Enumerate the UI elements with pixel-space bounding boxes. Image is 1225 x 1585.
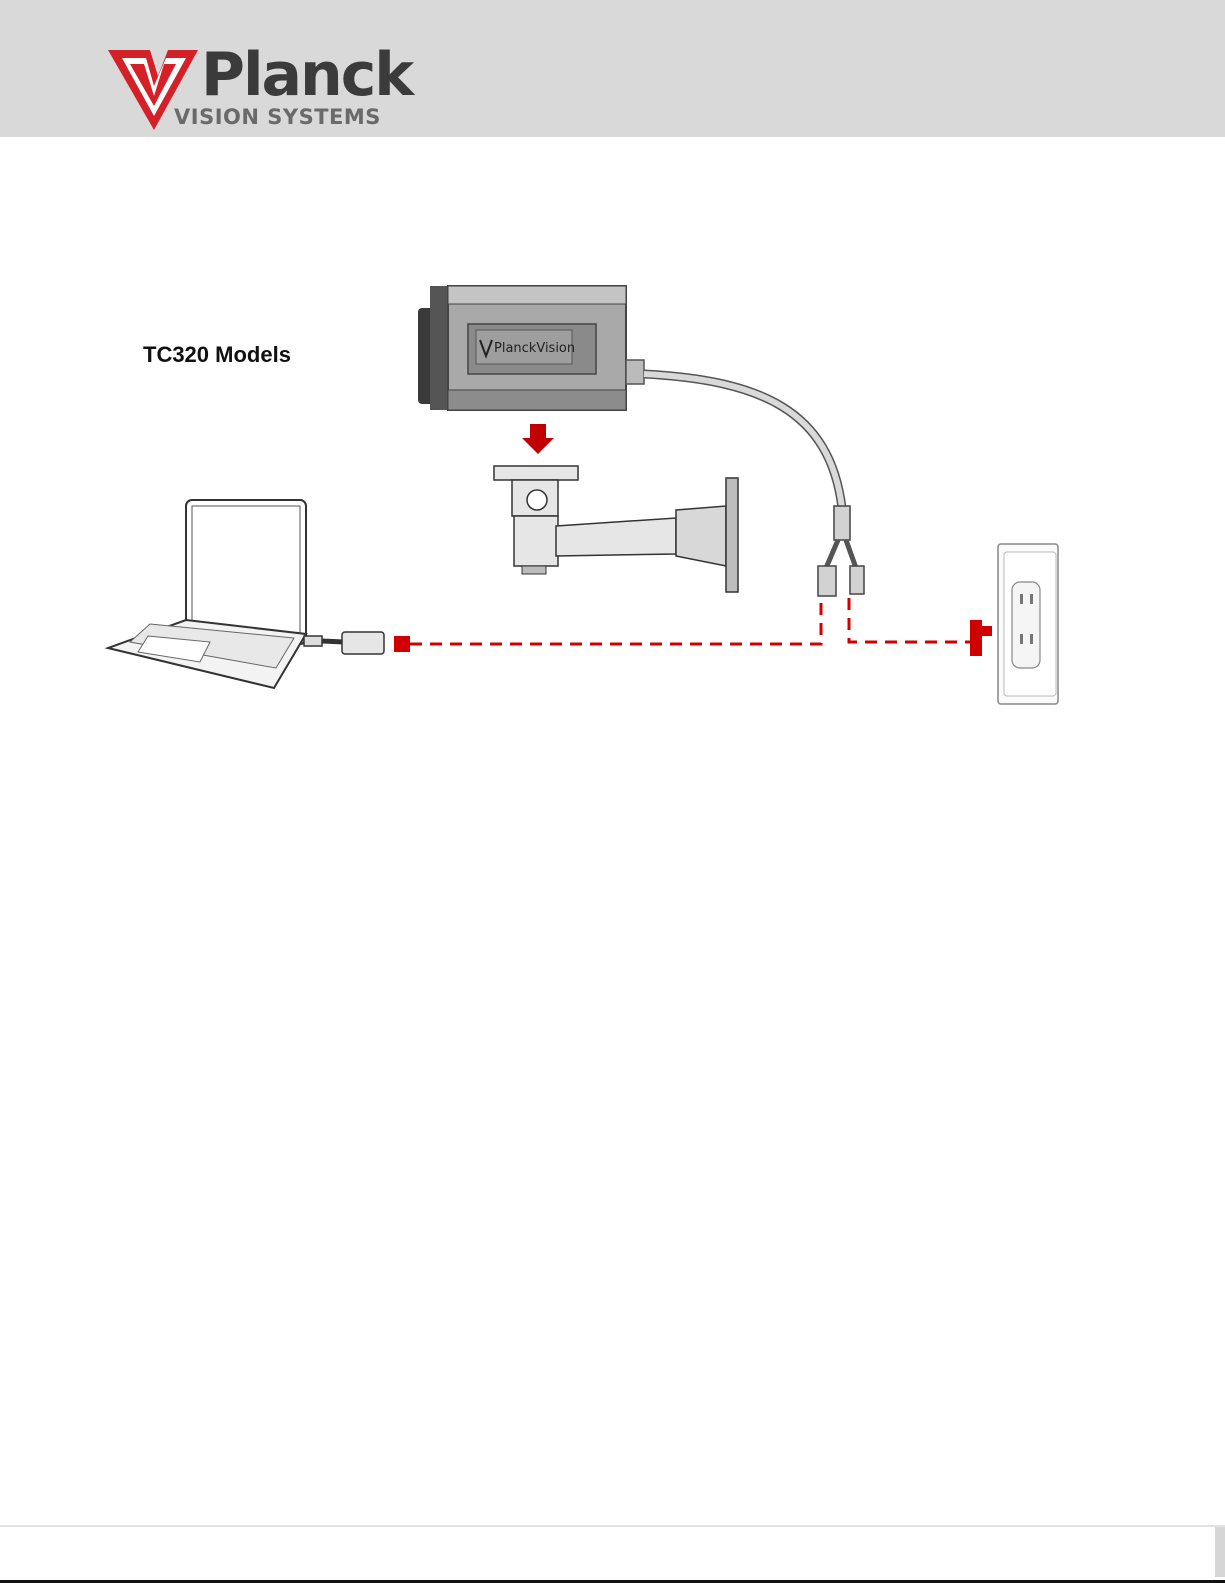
usb-ethernet-adapter-icon [304,632,384,654]
brand-name: Planck [201,42,412,108]
page-header: Planck VISION SYSTEMS [0,0,1225,137]
footer-scroll-indicator [1215,1527,1225,1577]
camera-icon: PlanckVision [418,286,644,410]
planck-logo: Planck VISION SYSTEMS [106,42,396,134]
setup-diagram: PlanckVision [0,270,1225,720]
footer-divider [0,1525,1225,1527]
camera-brand-label: PlanckVision [494,341,575,356]
laptop-icon [108,500,306,688]
brand-subtitle: VISION SYSTEMS [174,105,381,129]
wall-mount-icon [494,466,738,592]
down-arrow-icon [522,424,554,454]
wall-outlet-icon [998,544,1058,704]
bottom-rule [0,1580,1225,1583]
